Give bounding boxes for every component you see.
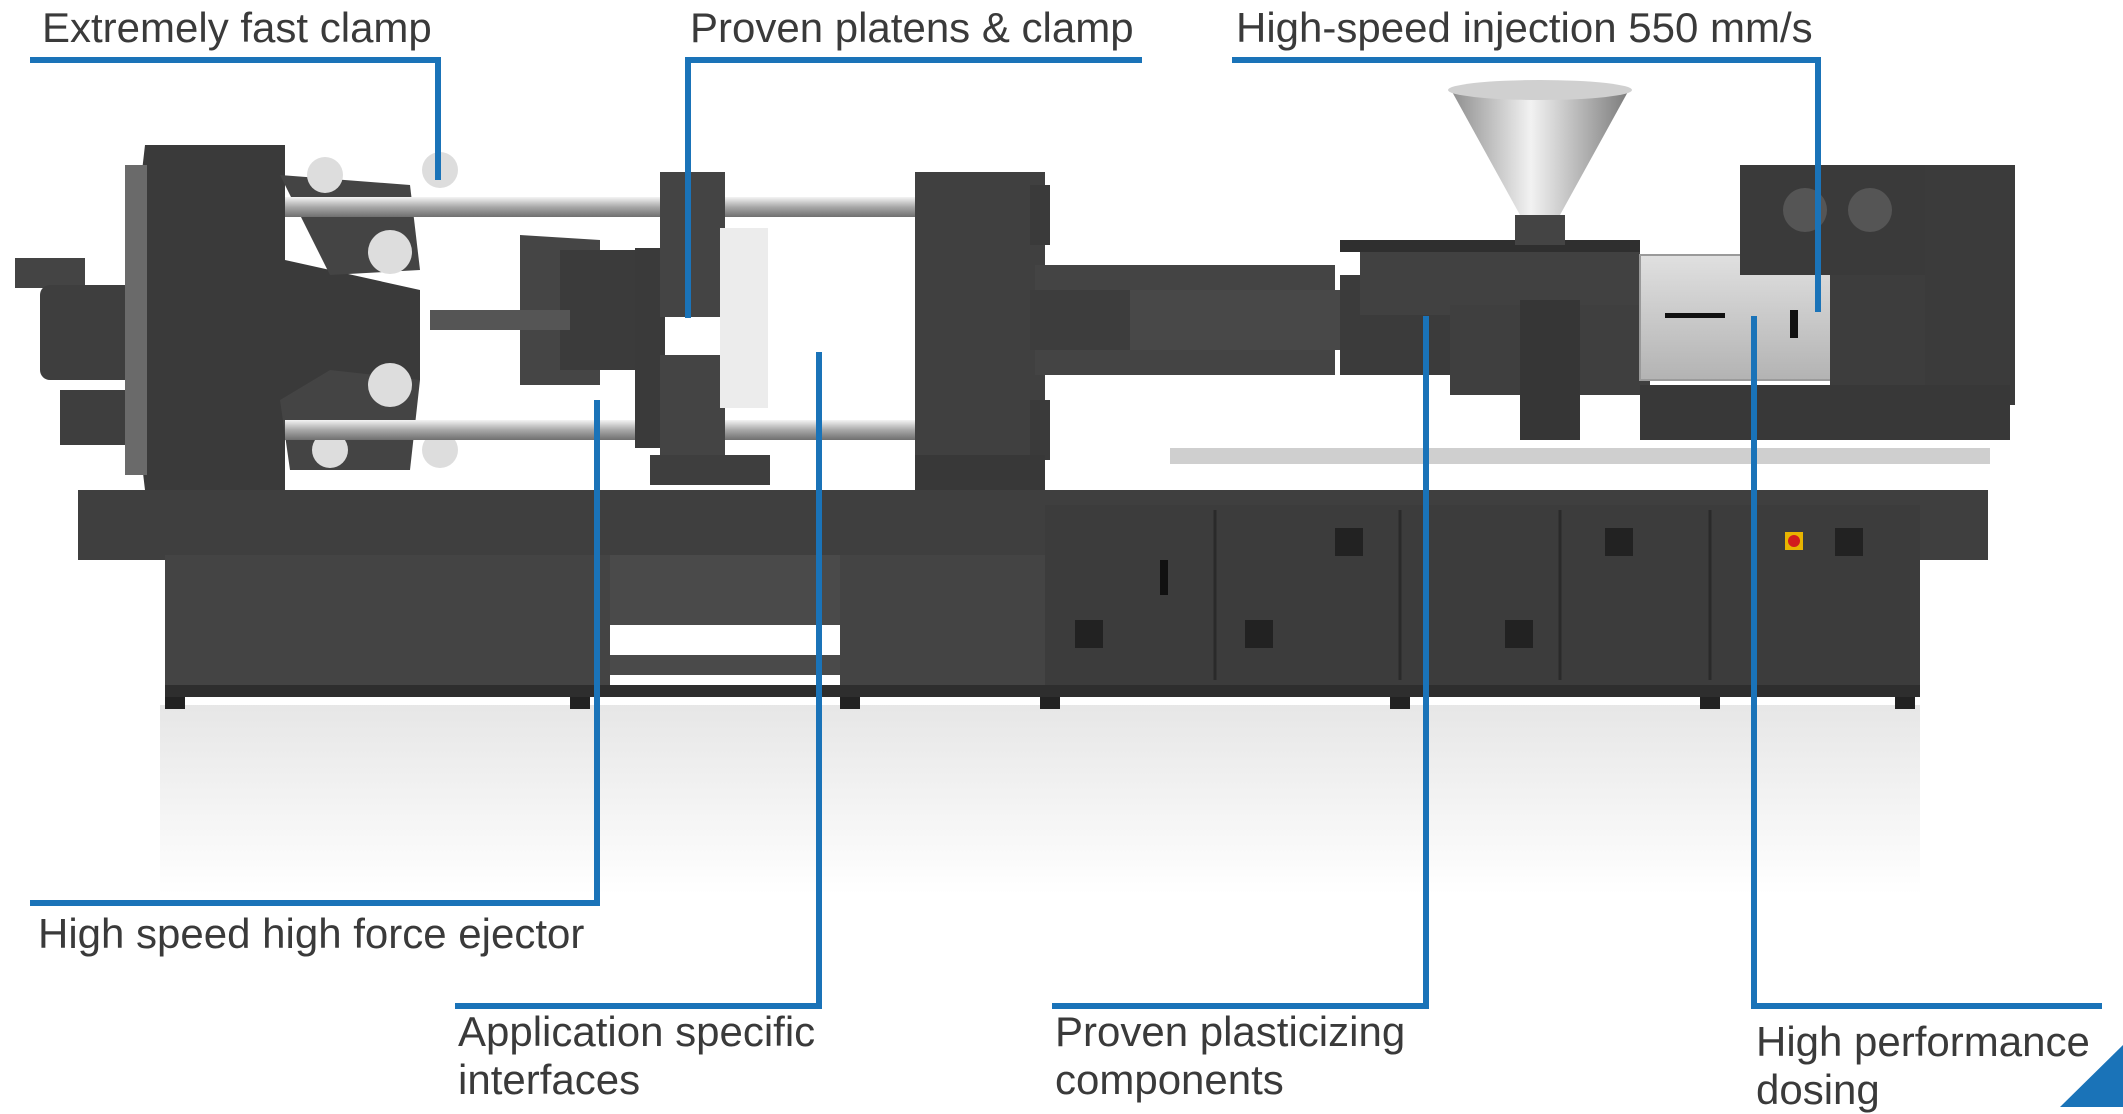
label-injection: High-speed injection 550 mm/s xyxy=(1236,4,1813,51)
callout-line-ejector xyxy=(30,400,600,906)
callout-line-interfaces xyxy=(455,352,822,1009)
callout-line-injection xyxy=(1232,57,1821,312)
label-interfaces-line1: Application specific xyxy=(458,1008,816,1055)
callout-line-dosing xyxy=(1751,316,2102,1009)
label-dosing-line1: High performance xyxy=(1756,1018,2090,1065)
injection-unit xyxy=(1030,165,2015,440)
label-interfaces: Application specific interfaces xyxy=(458,1008,815,1104)
label-dosing: High performance dosing xyxy=(1756,1018,2090,1114)
clamp-unit xyxy=(15,145,635,490)
callout-line-plasticizing xyxy=(1052,316,1429,1009)
moving-platen xyxy=(635,172,770,485)
label-plasticizing: Proven plasticizing components xyxy=(1055,1008,1405,1104)
label-dosing-line2: dosing xyxy=(1756,1066,1880,1113)
machine-base xyxy=(78,448,1990,709)
label-fast-clamp: Extremely fast clamp xyxy=(42,4,432,51)
corner-accent xyxy=(2060,1045,2123,1107)
callout-line-fast-clamp xyxy=(30,57,441,180)
hopper xyxy=(1448,80,1632,245)
floor-reflection xyxy=(160,705,1920,895)
label-interfaces-line2: interfaces xyxy=(458,1056,641,1103)
label-plasticizing-line1: Proven plasticizing xyxy=(1055,1008,1406,1055)
label-ejector: High speed high force ejector xyxy=(38,910,585,957)
fixed-platen xyxy=(915,172,1050,490)
label-platens: Proven platens & clamp xyxy=(690,4,1134,51)
callout-line-platens xyxy=(685,57,1142,318)
label-plasticizing-line2: components xyxy=(1055,1056,1284,1103)
tie-bars xyxy=(285,197,925,440)
